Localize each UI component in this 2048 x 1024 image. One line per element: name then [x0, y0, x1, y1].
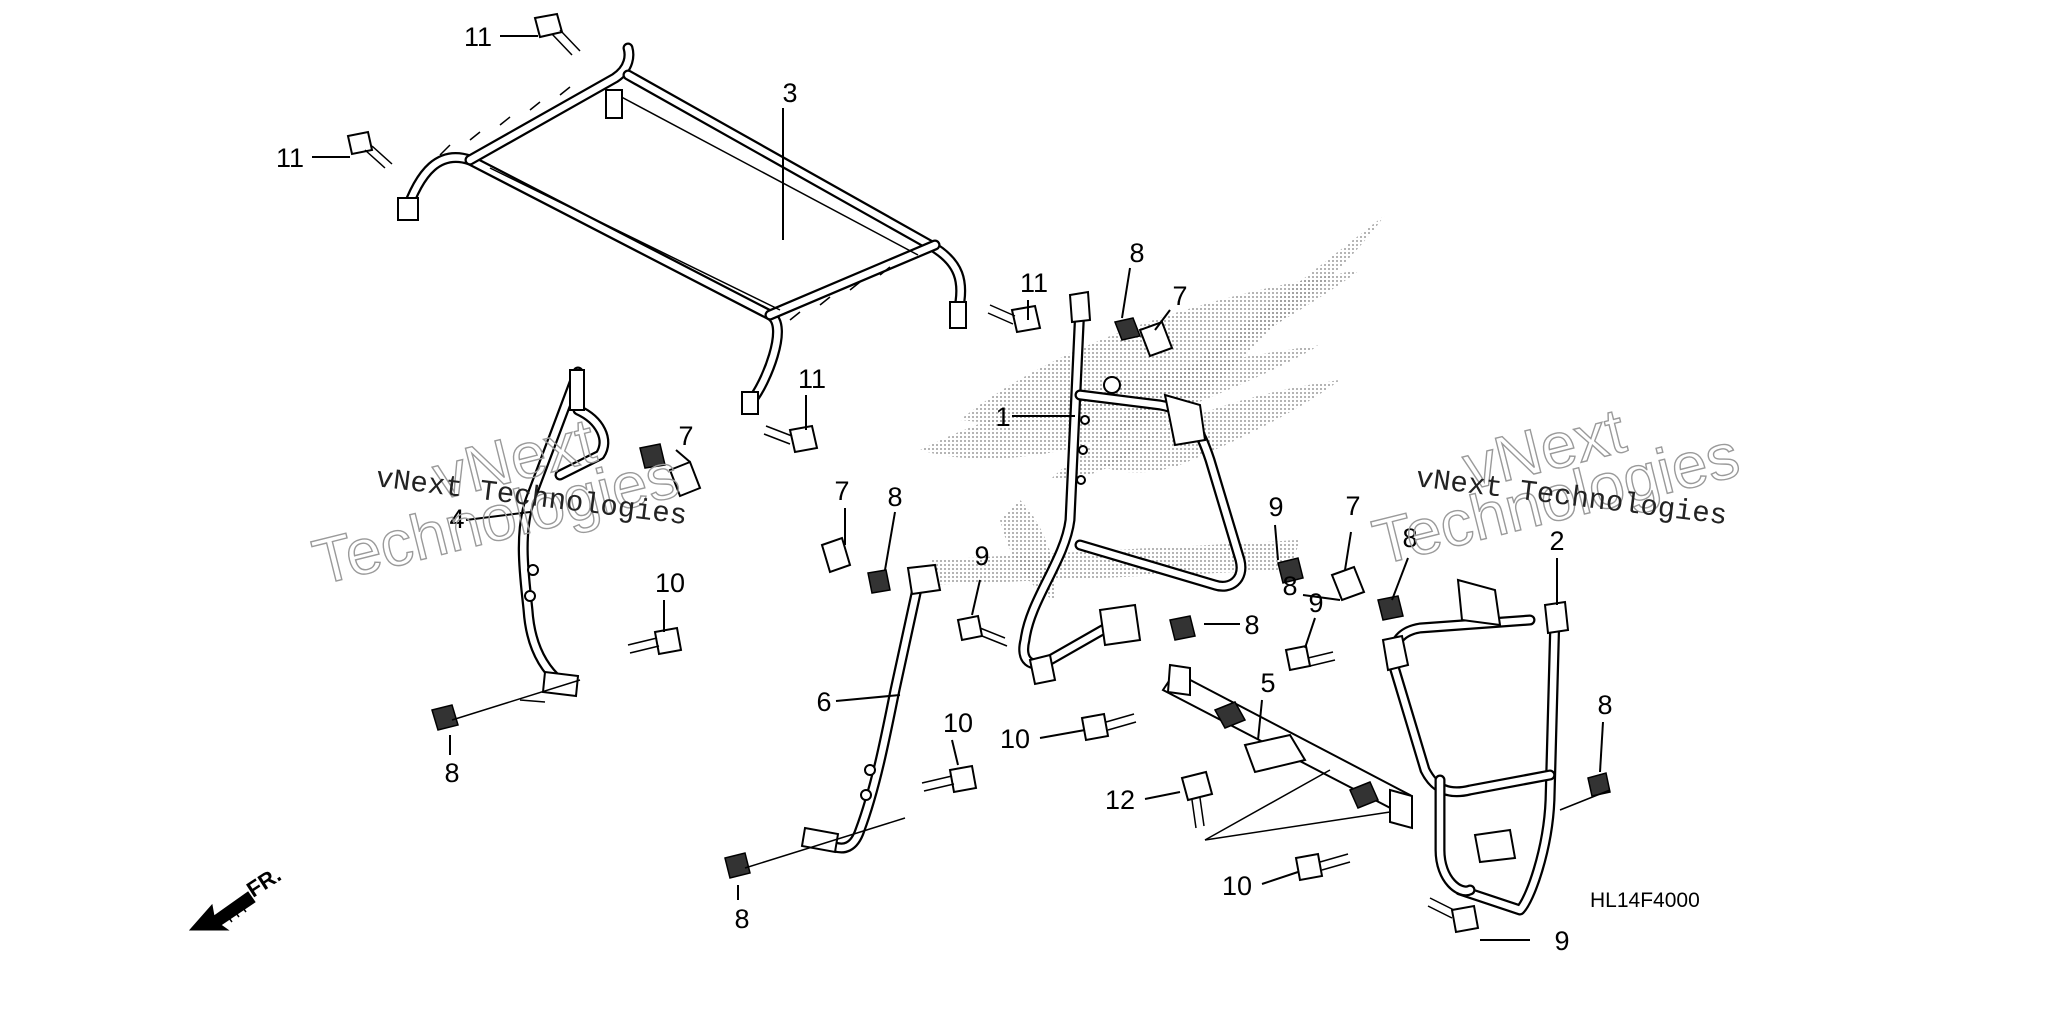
callout-12: 12 — [1105, 785, 1135, 815]
front-direction-arrow: FR. — [188, 862, 285, 931]
callout-9-center: 9 — [974, 541, 989, 571]
bolt-9-right — [1284, 644, 1336, 672]
callout-1: 1 — [995, 402, 1010, 432]
right-frame-part-2 — [1381, 578, 1570, 916]
roof-bracket-right — [949, 301, 967, 329]
callout-11-center-upper: 11 — [1020, 268, 1048, 298]
crossbar-part-5 — [1161, 663, 1413, 830]
callout-8-center-foot: 8 — [734, 904, 749, 934]
roof-frame-part-3 — [397, 42, 967, 415]
roof-bracket-center — [605, 89, 623, 119]
bolt-11-center-lower — [763, 424, 819, 454]
collar-7-right — [1330, 565, 1366, 602]
bolt-10-mid — [1080, 712, 1137, 742]
side-frame-lower-bracket — [1098, 603, 1142, 647]
left-pipe-foot-bracket — [541, 670, 580, 698]
bolt-11-top — [533, 12, 581, 56]
side-frame-mount-boss — [1103, 376, 1121, 394]
callout-8-left-foot: 8 — [444, 758, 459, 788]
callout-7-mid: 7 — [834, 476, 849, 506]
callout-2: 2 — [1549, 526, 1564, 556]
crossbar-center-plate — [1243, 733, 1307, 774]
fasteners — [346, 12, 1611, 934]
callout-6: 6 — [816, 687, 831, 717]
right-frame-top-plate — [1456, 578, 1502, 627]
bolt-9-center — [956, 614, 1008, 647]
callout-8-upper: 8 — [1129, 238, 1144, 268]
roof-bracket-left — [397, 197, 419, 221]
callout-11-top: 11 — [464, 22, 492, 52]
callout-11-left: 11 — [276, 143, 304, 173]
right-frame-top-bracket — [1543, 600, 1570, 635]
bolt-11-center-upper — [987, 304, 1042, 334]
callout-8-right-mid: 8 — [1282, 571, 1297, 601]
callout-10-mid: 10 — [1000, 724, 1030, 754]
crossbar-right-bracket — [1389, 788, 1413, 830]
roof-bracket-front — [741, 391, 759, 415]
nut-8-center-foot — [724, 852, 751, 879]
callout-10-center: 10 — [943, 708, 973, 738]
right-frame-lower-bracket — [1473, 828, 1517, 864]
callout-8-mid-left: 8 — [887, 482, 902, 512]
center-pipe-top-bracket — [906, 563, 942, 596]
nut-8-mid-left — [867, 569, 891, 594]
callout-8-right-far: 8 — [1597, 690, 1612, 720]
nut-8-right-mid — [1377, 595, 1404, 621]
callout-4: 4 — [449, 504, 464, 534]
nut-8-mid — [1169, 615, 1196, 641]
leader-lines — [312, 35, 1611, 941]
collar-7-mid — [820, 536, 852, 574]
collar-7-left — [668, 460, 702, 498]
collar-7-upper-center — [1138, 320, 1174, 358]
callout-10-left: 10 — [655, 568, 685, 598]
watermark-left: vNext Technologies vNext Technologies — [305, 403, 689, 599]
side-frame-panel-bracket — [1163, 393, 1207, 447]
callout-8-right: 8 — [1402, 523, 1417, 553]
callout-9-right: 9 — [1308, 588, 1323, 618]
left-pipe-part-4 — [517, 366, 610, 698]
nut-8-left-foot — [431, 704, 459, 731]
bolt-10-center — [921, 764, 978, 794]
nut-8-left — [639, 443, 666, 469]
bolt-11-left — [346, 130, 393, 169]
center-pipe-foot-bracket — [800, 826, 840, 854]
nut-8-right-far — [1587, 772, 1611, 797]
arrow-icon — [188, 891, 256, 931]
callout-5: 5 — [1260, 668, 1275, 698]
drawing-code: HL14F4000 — [1590, 889, 1700, 912]
side-frame-part-1 — [1018, 290, 1247, 686]
callout-8-mid: 8 — [1244, 610, 1259, 640]
callout-10-bottom: 10 — [1222, 871, 1252, 901]
callout-8-right-upper: 9 — [1268, 492, 1283, 522]
callout-labels: 11 11 3 11 11 8 7 1 7 4 10 8 7 8 9 6 10 … — [276, 22, 1613, 956]
center-pipe-part-6 — [800, 563, 942, 854]
callout-7-upper: 7 — [1172, 281, 1187, 311]
bolt-10-left — [627, 626, 683, 656]
nut-8-upper-center — [1113, 317, 1142, 341]
crossbar-left-bracket — [1166, 663, 1191, 697]
callout-7-right: 7 — [1345, 491, 1360, 521]
callout-11-center-lower: 11 — [798, 364, 826, 394]
callout-7-left: 7 — [678, 421, 693, 451]
bolt-12 — [1180, 770, 1214, 829]
nut-8-right-upper — [1277, 557, 1304, 584]
right-frame-side-bracket — [1381, 634, 1410, 672]
bolt-10-bottom — [1294, 852, 1351, 882]
bolt-9-bottom — [1427, 897, 1480, 934]
left-pipe-top-bracket — [569, 369, 585, 411]
callout-9-bottom: 9 — [1554, 926, 1569, 956]
callout-3: 3 — [782, 78, 797, 108]
side-frame-top-bracket — [1068, 290, 1092, 324]
